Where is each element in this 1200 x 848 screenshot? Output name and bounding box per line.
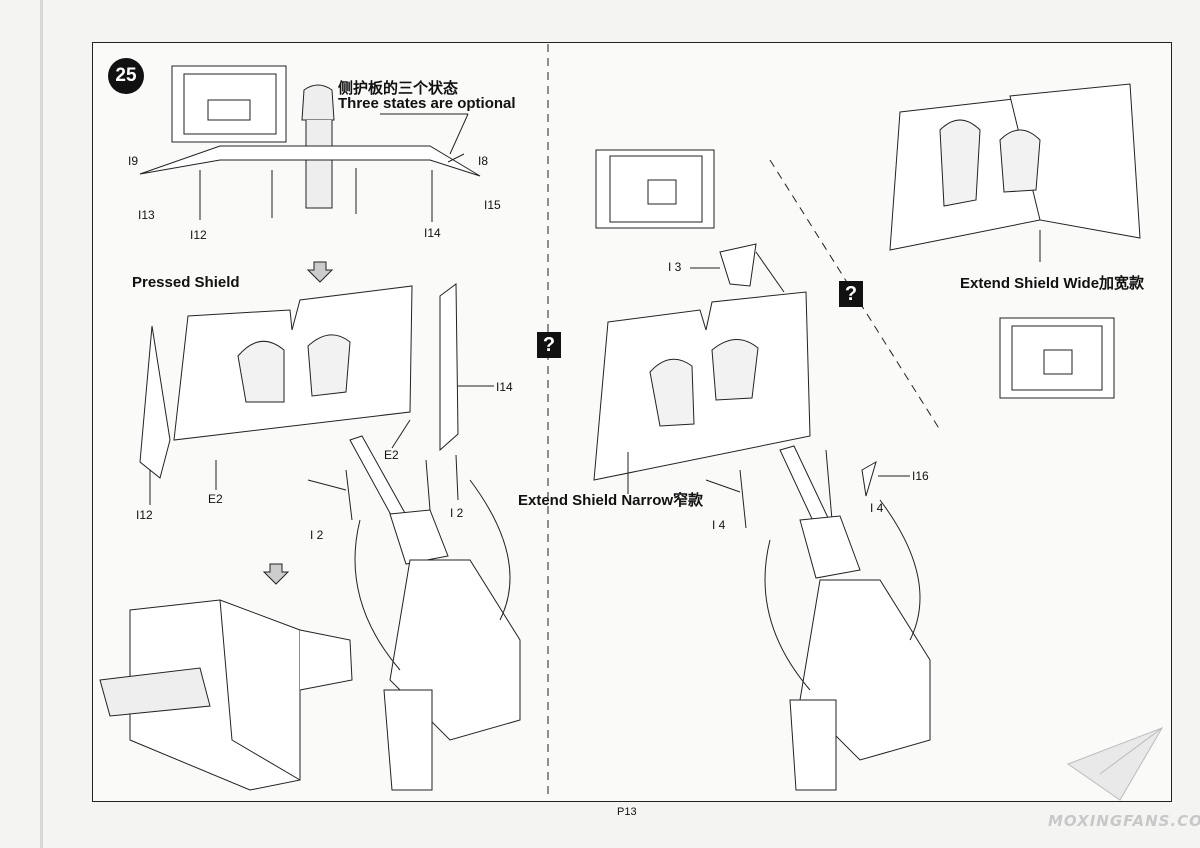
question-mark-box-center: ? xyxy=(537,332,561,358)
question-mark-box-right: ? xyxy=(839,281,863,307)
part-label-i2-a: I 2 xyxy=(310,528,324,542)
part-label-i4-b: I 4 xyxy=(712,518,726,532)
part-label-i12-left: I12 xyxy=(136,508,153,522)
part-label-i3: I 3 xyxy=(668,260,682,274)
top-thumbnail xyxy=(171,65,287,143)
part-label-i15: I15 xyxy=(484,198,501,212)
wide-thumbnail xyxy=(999,317,1115,399)
narrow-thumbnail xyxy=(595,149,715,229)
caption-extend-shield-wide: Extend Shield Wide加宽款 xyxy=(960,275,1145,292)
part-label-e2-b: E2 xyxy=(208,492,223,506)
caption-extend-shield-narrow: Extend Shield Narrow窄款 xyxy=(518,492,704,509)
note-english: Three states are optional xyxy=(338,95,516,112)
part-label-i14-left: I14 xyxy=(496,380,513,394)
part-label-i14-top: I14 xyxy=(424,226,441,240)
watermark-text: MOXINGFANS.COM xyxy=(1048,812,1200,830)
part-label-i9: I9 xyxy=(128,154,139,168)
step-number-badge: 25 xyxy=(108,58,144,94)
part-label-i8: I8 xyxy=(478,154,489,168)
part-label-i16: I16 xyxy=(912,469,929,483)
part-label-i12-top: I12 xyxy=(190,228,207,242)
part-label-i4-a: I 4 xyxy=(870,501,884,515)
part-label-e2-a: E2 xyxy=(384,448,399,462)
page-number: P13 xyxy=(617,806,637,818)
caption-pressed-shield: Pressed Shield xyxy=(132,274,240,291)
note-chinese: 侧护板的三个状态 xyxy=(338,80,459,97)
part-label-i2-b: I 2 xyxy=(450,506,464,520)
scan-edge xyxy=(40,0,43,848)
part-label-i13: I13 xyxy=(138,208,155,222)
